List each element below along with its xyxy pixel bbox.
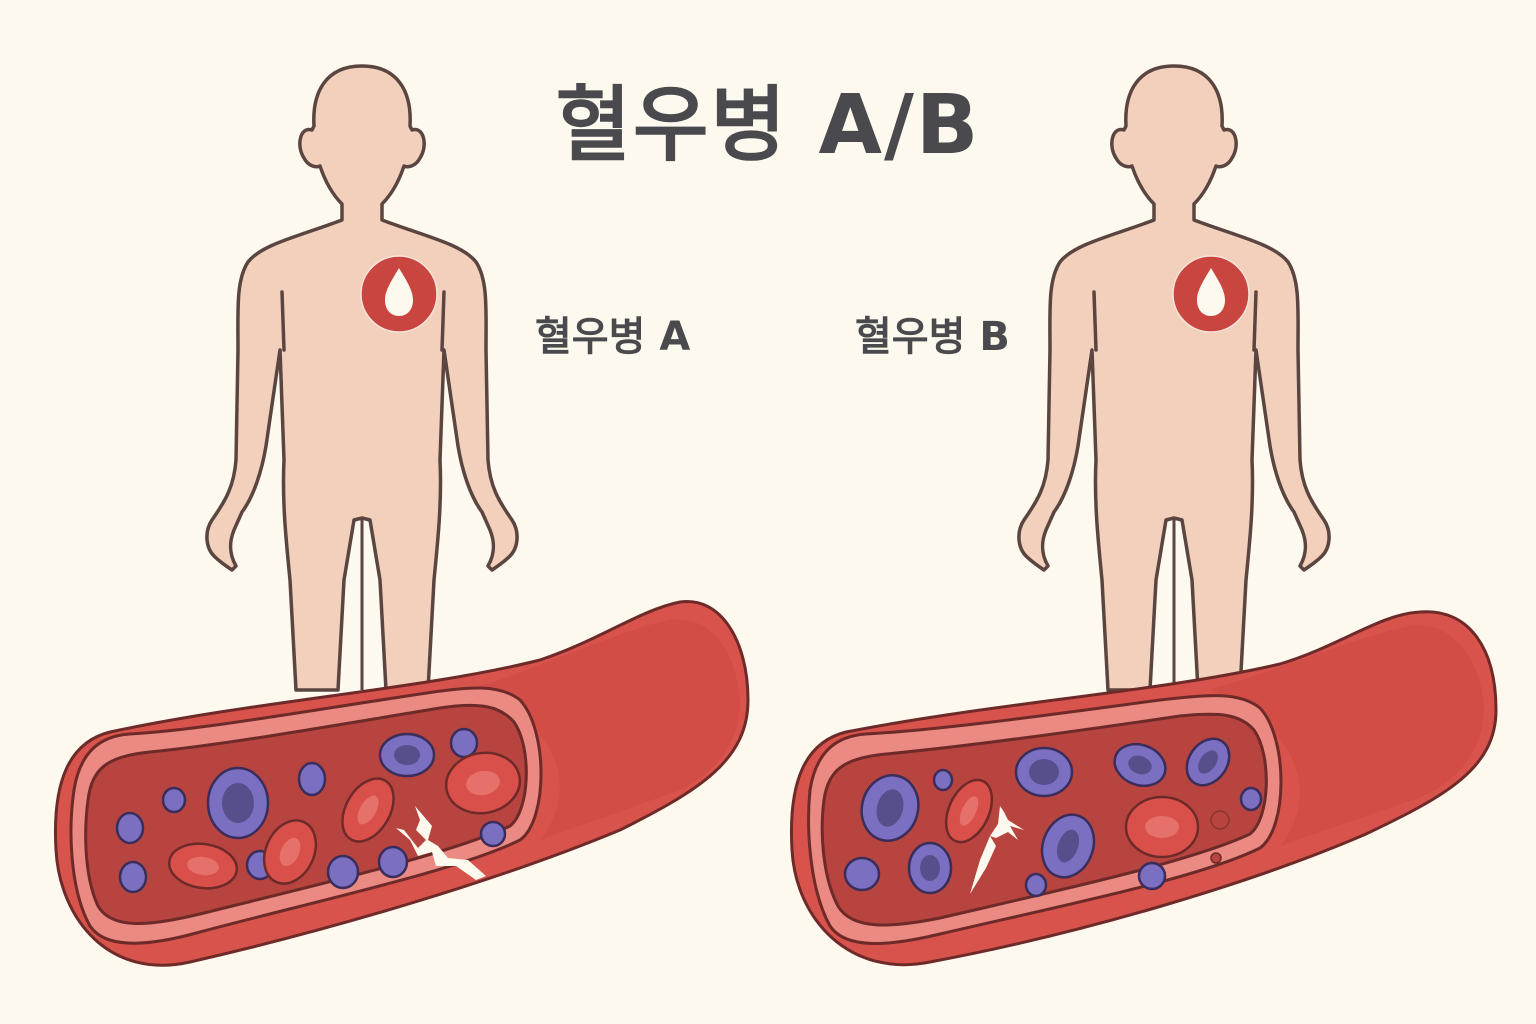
blood-drop-icon <box>1172 255 1250 333</box>
vessel-crack-a <box>396 806 486 880</box>
human-figure-a <box>205 64 519 692</box>
blood-vessel-a <box>53 599 750 967</box>
white-blood-cells-b <box>843 737 1263 898</box>
page-title: 혈우병 A/B <box>555 78 981 173</box>
blood-vessel-b <box>789 610 1498 967</box>
vessel-crack-b <box>970 806 1024 894</box>
panel-label-a: 혈우병 A <box>535 314 691 360</box>
blood-drop-icon <box>360 255 438 333</box>
human-figure-b <box>1017 64 1331 692</box>
panel-label-b: 혈우병 B <box>855 314 1010 360</box>
